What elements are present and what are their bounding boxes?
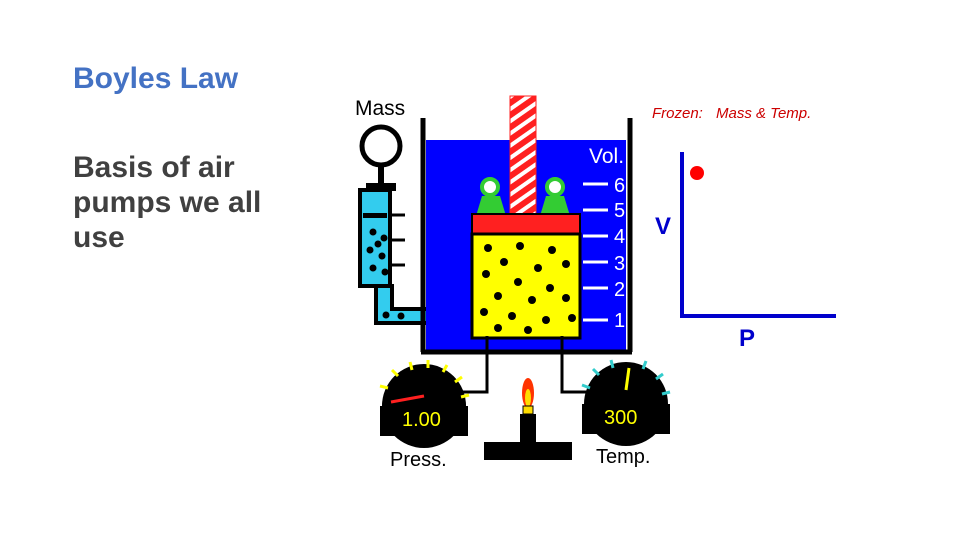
volume-tick-3: 3 (614, 253, 625, 275)
mass-weight (359, 124, 403, 191)
volume-label: Vol. (589, 145, 624, 168)
pressure-gauge: 1.00 (379, 360, 470, 448)
mass-syringe (358, 188, 405, 288)
bunsen-burner (484, 378, 572, 460)
valve-left (476, 177, 506, 216)
frozen-value: Mass & Temp. (716, 105, 811, 122)
p-axis-label: P (739, 325, 755, 352)
slide-title: Boyles Law (73, 62, 239, 95)
piston-rod (509, 95, 537, 217)
volume-scale: Vol. 6 5 4 3 2 1 (583, 145, 625, 332)
pressure-label: Press. (390, 449, 447, 471)
temperature-gauge: 300 (581, 359, 671, 446)
gas-cylinder (470, 213, 582, 340)
v-axis-label: V (655, 213, 671, 240)
volume-tick-6: 6 (614, 175, 625, 197)
volume-tick-5: 5 (614, 200, 625, 222)
pv-graph: V P (655, 152, 836, 352)
pressure-value: 1.00 (402, 409, 441, 431)
frozen-label: Frozen: (652, 105, 703, 122)
slide-body-text: Basis of air pumps we all use (73, 151, 262, 254)
valve-right (540, 177, 570, 216)
temperature-label: Temp. (596, 446, 650, 468)
volume-tick-1: 1 (614, 310, 625, 332)
mass-label: Mass (355, 97, 405, 120)
pv-data-point (690, 166, 704, 180)
volume-tick-4: 4 (614, 226, 625, 248)
temperature-value: 300 (604, 407, 637, 429)
volume-tick-2: 2 (614, 279, 625, 301)
